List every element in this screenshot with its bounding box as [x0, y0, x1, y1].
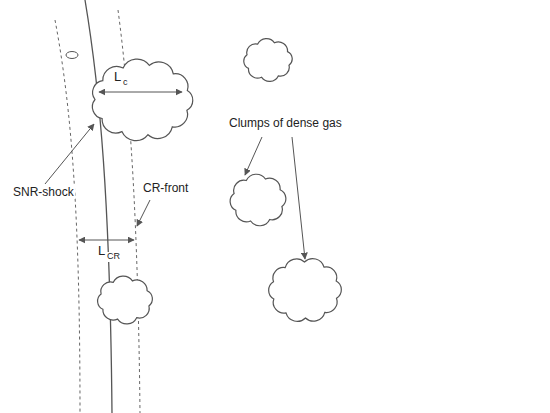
size-arrow: [99, 92, 182, 93]
dimension-subscript: c: [122, 78, 129, 88]
clump: [98, 276, 153, 324]
dashed-front: [55, 20, 80, 413]
shock-line: [85, 0, 112, 413]
leader-line: [45, 124, 94, 184]
leader-line: [137, 200, 150, 226]
clump: [244, 39, 292, 82]
clump: [92, 59, 192, 141]
clump: [230, 174, 286, 226]
leader-line: [245, 137, 262, 175]
clump: [269, 259, 342, 322]
dimension-label: L: [97, 244, 106, 258]
clumps-label: Clumps of dense gas: [228, 117, 343, 130]
front-label: CR-front: [142, 182, 189, 195]
dimension-label: L: [113, 70, 122, 84]
dimension-subscript: CR: [106, 252, 121, 262]
leader-line: [292, 137, 305, 259]
width-arrow: [79, 240, 134, 241]
shock-label: SNR-shock: [12, 186, 75, 199]
clumps: [92, 39, 341, 324]
small-clump: [66, 52, 78, 59]
